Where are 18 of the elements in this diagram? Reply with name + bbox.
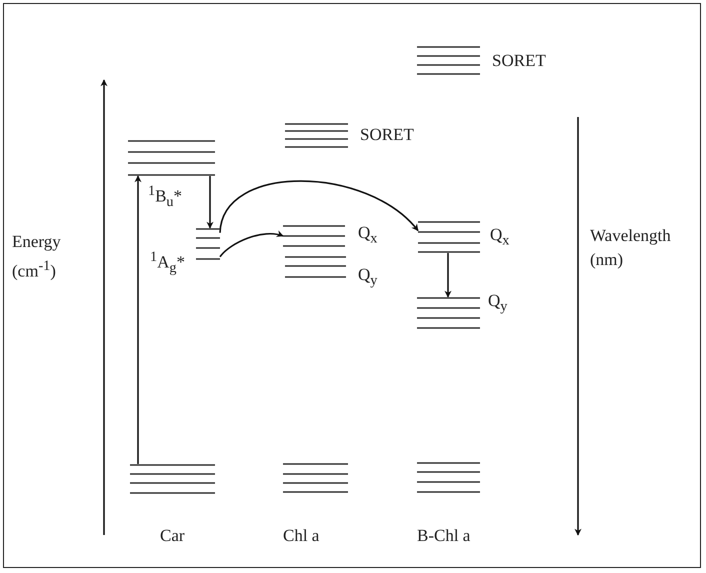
state-label: Q$_{y}$ [358,264,378,290]
state-label: $^{1}$A$_{g}$* [150,248,185,278]
arrow [134,175,142,464]
state-label: Q$_{x}$ [358,222,378,248]
axis-label: Wavelength (nm) [590,225,672,271]
arrow [206,176,214,229]
axis-label: Energy (cm$^{-1}$) [12,231,62,283]
state-label: SORET [360,124,414,146]
state-label: $^{1}$B$_{u}$* [148,182,182,212]
arrow [444,253,452,298]
state-label: Q$_{x}$ [490,224,510,250]
column-label: Chl a [283,526,320,546]
arrow [219,230,284,258]
column-label: B-Chl a [417,526,470,546]
column-label: Car [160,526,185,546]
state-label: SORET [492,50,546,72]
arrow [219,180,419,233]
state-label: Q$_{y}$ [488,290,508,316]
